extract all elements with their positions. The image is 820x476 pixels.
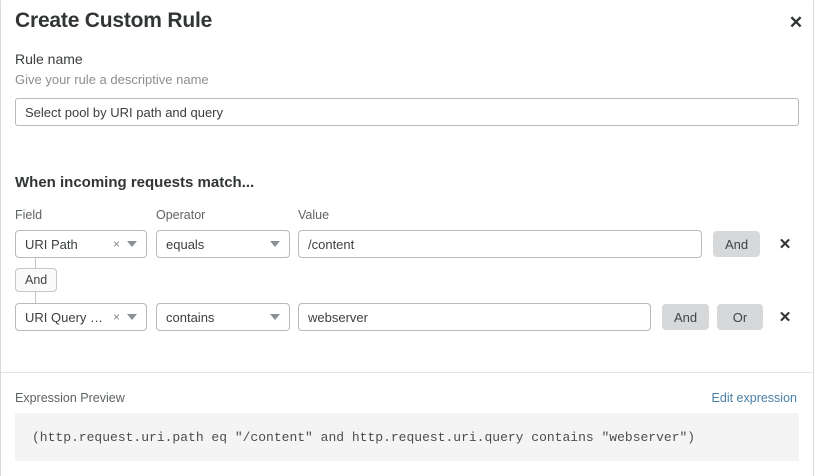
rule-name-section: Rule name Give your rule a descriptive n…	[15, 51, 799, 126]
expression-preview-code: (http.request.uri.path eq "/content" and…	[15, 413, 799, 461]
field-select-2-value: URI Query St...	[25, 309, 111, 325]
clear-icon[interactable]: ×	[112, 237, 120, 251]
chevron-down-icon[interactable]	[270, 314, 280, 320]
close-icon[interactable]: ✕	[788, 12, 804, 32]
chevron-down-icon[interactable]	[127, 241, 137, 247]
condition-row: URI Query St... × contains And Or ✕	[1, 303, 813, 331]
chevron-down-icon[interactable]	[127, 314, 137, 320]
delete-condition-icon-1[interactable]: ✕	[778, 236, 792, 253]
dialog-title: Create Custom Rule	[15, 9, 213, 32]
rule-name-input[interactable]	[15, 98, 799, 126]
value-input-1[interactable]	[298, 230, 702, 258]
operator-select-2-value: contains	[166, 309, 215, 325]
field-select-1[interactable]: URI Path ×	[15, 230, 147, 258]
logic-and-button-1[interactable]: And	[713, 231, 761, 257]
value-input-2[interactable]	[298, 303, 651, 331]
column-header-operator: Operator	[156, 208, 206, 222]
connector-line-top	[35, 258, 36, 268]
chevron-down-icon[interactable]	[270, 241, 280, 247]
section-divider	[1, 372, 813, 373]
operator-select-1-value: equals	[166, 236, 205, 252]
column-header-field: Field	[15, 208, 43, 222]
column-header-value: Value	[298, 208, 330, 222]
edit-expression-link[interactable]: Edit expression	[711, 391, 797, 405]
field-select-2[interactable]: URI Query St... ×	[15, 303, 147, 331]
connector-line-bottom	[35, 292, 36, 303]
logic-or-button-2[interactable]: Or	[717, 304, 763, 330]
rule-name-help-text: Give your rule a descriptive name	[15, 72, 209, 87]
operator-select-2[interactable]: contains	[156, 303, 290, 331]
expression-preview-label: Expression Preview	[15, 391, 125, 405]
condition-row: URI Path × equals And ✕	[1, 230, 813, 258]
group-connector-and-button[interactable]: And	[15, 268, 58, 292]
clear-icon[interactable]: ×	[112, 310, 120, 324]
delete-condition-icon-2[interactable]: ✕	[778, 309, 792, 326]
logic-and-button-2[interactable]: And	[662, 304, 710, 330]
field-select-1-value: URI Path	[25, 236, 78, 252]
conditions-section-heading: When incoming requests match...	[15, 174, 255, 191]
rule-name-label: Rule name	[15, 51, 83, 67]
condition-column-headers: Field Operator Value	[1, 208, 813, 224]
operator-select-1[interactable]: equals	[156, 230, 290, 258]
